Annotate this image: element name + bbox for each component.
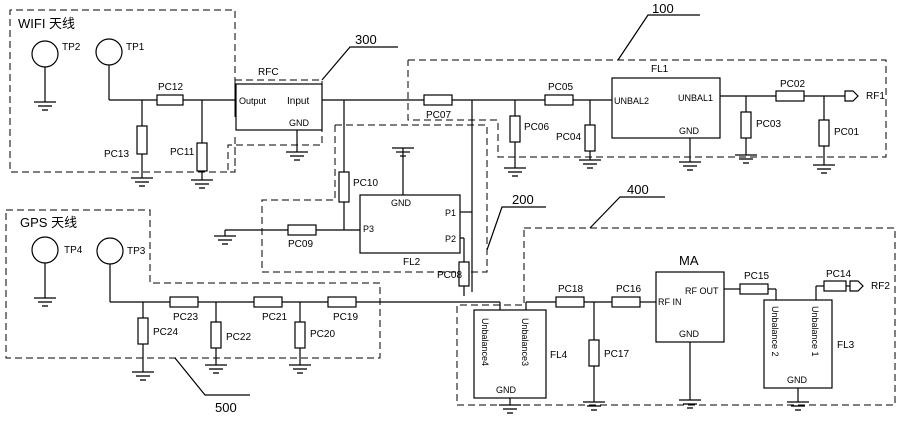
fl3-name: FL3 xyxy=(837,340,855,351)
pc14-label: PC14 xyxy=(826,269,851,280)
rfc-output-pin: Output xyxy=(239,96,267,106)
rf2-port-label: RF2 xyxy=(871,281,890,292)
fl3-gnd-pin: GND xyxy=(787,375,808,385)
pc13-component xyxy=(137,126,147,154)
pc17-label: PC17 xyxy=(604,349,629,360)
ma-gnd-pin: GND xyxy=(679,329,700,339)
fl2-name: FL2 xyxy=(403,257,421,268)
pc11-label: PC11 xyxy=(170,147,195,158)
pc24-component xyxy=(138,318,148,344)
pc14-component xyxy=(824,281,846,291)
fl1-unbal1-pin: UNBAL1 xyxy=(678,93,713,103)
rf2-port-icon xyxy=(850,281,863,291)
pc19-component xyxy=(328,297,356,307)
tp2-label: TP2 xyxy=(62,42,81,53)
leader-300 xyxy=(322,47,398,80)
rfc-name: RFC xyxy=(258,67,279,78)
rf1-port-label: RF1 xyxy=(866,91,885,102)
pc17-component xyxy=(589,340,599,366)
pc11-component xyxy=(197,143,207,171)
pc19-label: PC19 xyxy=(333,312,358,323)
pc15-label: PC15 xyxy=(744,271,769,282)
pc13-label: PC13 xyxy=(104,149,129,160)
tp4-testpoint-icon xyxy=(32,237,58,263)
pc18-component xyxy=(556,297,584,307)
ref-label-500: 500 xyxy=(215,400,237,415)
pc03-label: PC03 xyxy=(756,119,781,130)
tp1-testpoint-icon xyxy=(96,39,122,65)
pc20-component xyxy=(295,322,305,348)
ma-rf-out-pin: RF OUT xyxy=(685,286,719,296)
pc04-component xyxy=(585,125,595,151)
pc12-component xyxy=(157,95,183,105)
fl2-gnd-pin: GND xyxy=(391,198,412,208)
pc08-label: PC08 xyxy=(437,270,462,281)
tp2-testpoint-icon xyxy=(32,41,58,67)
pc07-component xyxy=(424,95,452,105)
pc05-component xyxy=(545,95,573,105)
ma-rf-in-pin: RF IN xyxy=(658,297,682,307)
pc22-label: PC22 xyxy=(226,332,251,343)
leader-400 xyxy=(590,197,665,228)
tp3-testpoint-icon xyxy=(97,238,123,264)
fl2-p1-pin: P1 xyxy=(445,208,456,218)
pc06-component xyxy=(510,116,520,142)
pc09-component xyxy=(288,225,316,235)
pc01-component xyxy=(819,120,829,146)
pc10-label: PC10 xyxy=(353,178,378,189)
pc23-label: PC23 xyxy=(173,312,198,323)
tp3-label: TP3 xyxy=(127,246,146,257)
rfc-gnd-pin: GND xyxy=(289,118,310,128)
pc23-component xyxy=(170,297,198,307)
pc16-component xyxy=(612,297,640,307)
ref-label-300: 300 xyxy=(355,32,377,47)
fl4-name: FL4 xyxy=(550,350,568,361)
pc18-label: PC18 xyxy=(558,284,583,295)
tp4-label: TP4 xyxy=(64,245,83,256)
pc21-label: PC21 xyxy=(262,312,287,323)
fl4-pin3: Unbalance3 xyxy=(520,318,530,366)
pc04-label: PC04 xyxy=(556,132,581,143)
pc01-label: PC01 xyxy=(834,127,859,138)
pc21-component xyxy=(254,297,282,307)
fl1-filter-module xyxy=(612,78,720,138)
fl1-name: FL1 xyxy=(651,64,669,75)
pc15-component xyxy=(740,284,768,294)
pc07-label: PC07 xyxy=(426,110,451,121)
fl3-pin2: Unbalance 2 xyxy=(770,306,780,357)
pc03-component xyxy=(741,112,751,138)
ref-label-200: 200 xyxy=(512,192,534,207)
pc02-label: PC02 xyxy=(780,79,805,90)
pc24-label: PC24 xyxy=(153,327,178,338)
pc16-label: PC16 xyxy=(616,284,641,295)
gps-antenna-title: GPS 天线 xyxy=(20,215,77,230)
ref-label-100: 100 xyxy=(652,1,674,16)
pc09-label: PC09 xyxy=(288,239,313,250)
fl4-pin4: Unbalance4 xyxy=(480,318,490,366)
fl2-p2-pin: P2 xyxy=(445,234,456,244)
pc05-label: PC05 xyxy=(548,82,573,93)
pc10-component xyxy=(339,172,349,202)
tp1-label: TP1 xyxy=(126,42,145,53)
rf1-port-icon xyxy=(845,91,858,101)
ma-name: MA xyxy=(679,253,699,268)
wifi-antenna-title: WIFI 天线 xyxy=(18,16,75,31)
pc22-component xyxy=(211,322,221,348)
fl2-p3-pin: P3 xyxy=(363,224,374,234)
rfc-input-pin: Input xyxy=(287,96,309,107)
pc06-label: PC06 xyxy=(524,122,549,133)
fl4-gnd-pin: GND xyxy=(496,385,517,395)
rfc-module xyxy=(236,84,322,130)
fl1-unbal2-pin: UNBAL2 xyxy=(614,96,649,106)
pc12-label: PC12 xyxy=(158,82,183,93)
leader-500 xyxy=(175,358,250,395)
ref-label-400: 400 xyxy=(627,182,649,197)
pc20-label: PC20 xyxy=(310,329,335,340)
fl1-gnd-pin: GND xyxy=(679,126,700,136)
leader-100 xyxy=(618,15,700,60)
pc02-component xyxy=(776,91,804,101)
fl3-pin1: Unbalance 1 xyxy=(810,306,820,357)
